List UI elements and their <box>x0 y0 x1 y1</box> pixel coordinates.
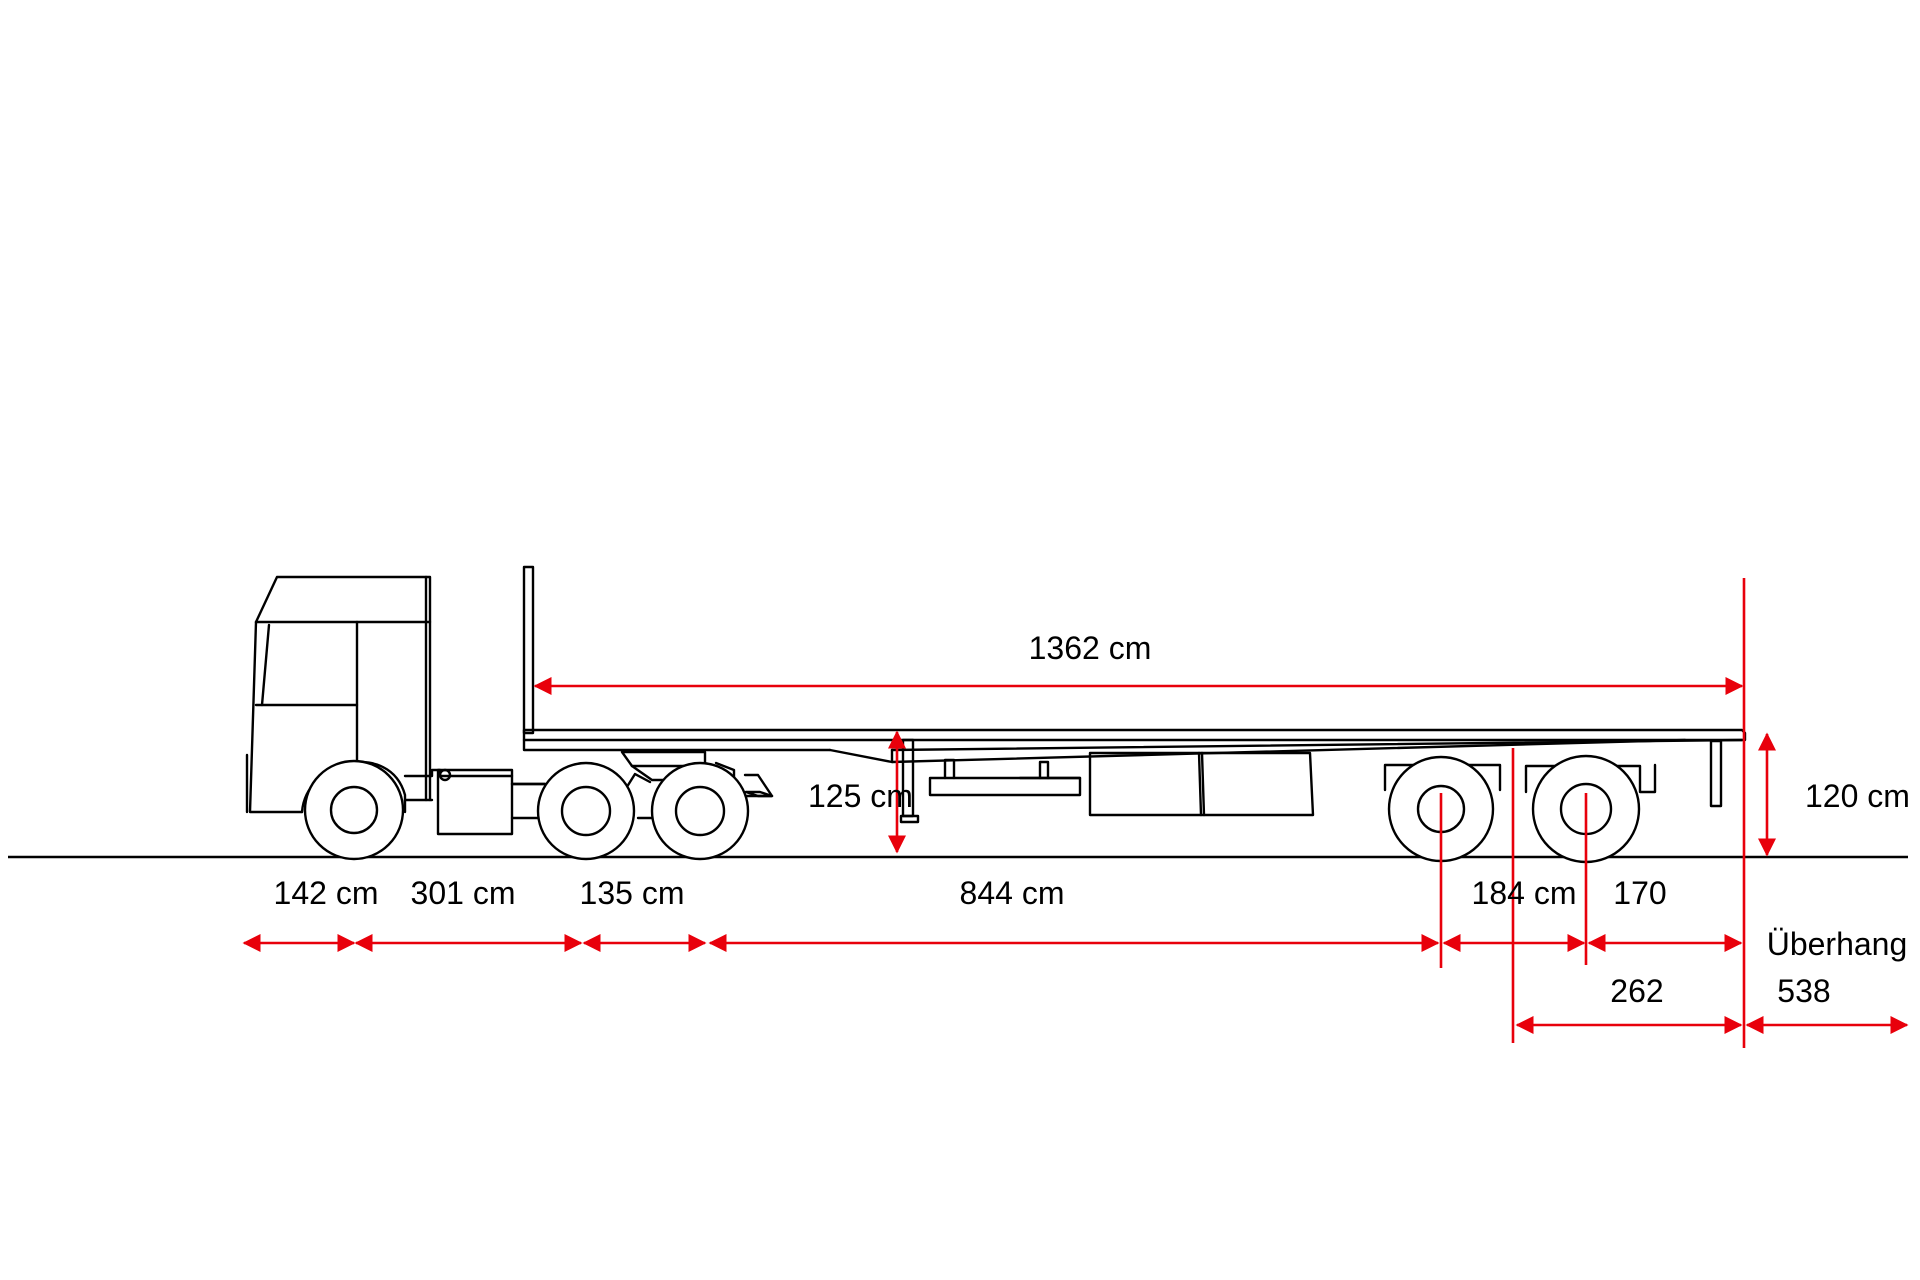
deck-height-label: 120 cm <box>1805 778 1910 814</box>
overhang-title-label: Überhang <box>1767 926 1908 962</box>
overhang-value-label: 538 <box>1777 973 1830 1009</box>
axle-spread-label: 184 cm <box>1472 875 1577 911</box>
fuel-cap <box>438 768 452 782</box>
tractor-cab <box>245 575 432 814</box>
rear-chassis <box>510 782 774 820</box>
toolbox <box>1088 751 1315 817</box>
front-overhang-label: 142 cm <box>274 875 379 911</box>
tractor-wheelbase-label: 301 cm <box>411 875 516 911</box>
dimension-lines <box>242 578 1909 1048</box>
kingpin-height-label: 125 cm <box>808 778 913 814</box>
tractor-drive-wheel-1 <box>536 761 636 861</box>
trailer-deck <box>522 728 1747 742</box>
rear-segment-label: 170 <box>1613 875 1666 911</box>
mudflap <box>743 773 774 798</box>
headboard <box>522 565 535 735</box>
tandem-spacing-label: 135 cm <box>580 875 685 911</box>
trailer-wheelbase-label: 844 cm <box>960 875 1065 911</box>
tractor-drive-wheel-2 <box>650 761 750 861</box>
rear-support <box>1709 739 1723 808</box>
side-rail-box <box>928 758 1082 797</box>
dimension-labels: 1362 cm 125 cm 120 cm 142 cm 301 cm 135 … <box>274 630 1910 1009</box>
flatbed-trailer <box>522 565 1747 864</box>
loading-length-label: 1362 cm <box>1029 630 1152 666</box>
rear-measure-label: 262 <box>1610 973 1663 1009</box>
gooseneck-step <box>828 748 894 764</box>
tractor-front-wheel <box>303 759 405 861</box>
tractor-unit <box>245 575 774 861</box>
fuel-tank <box>436 768 514 836</box>
